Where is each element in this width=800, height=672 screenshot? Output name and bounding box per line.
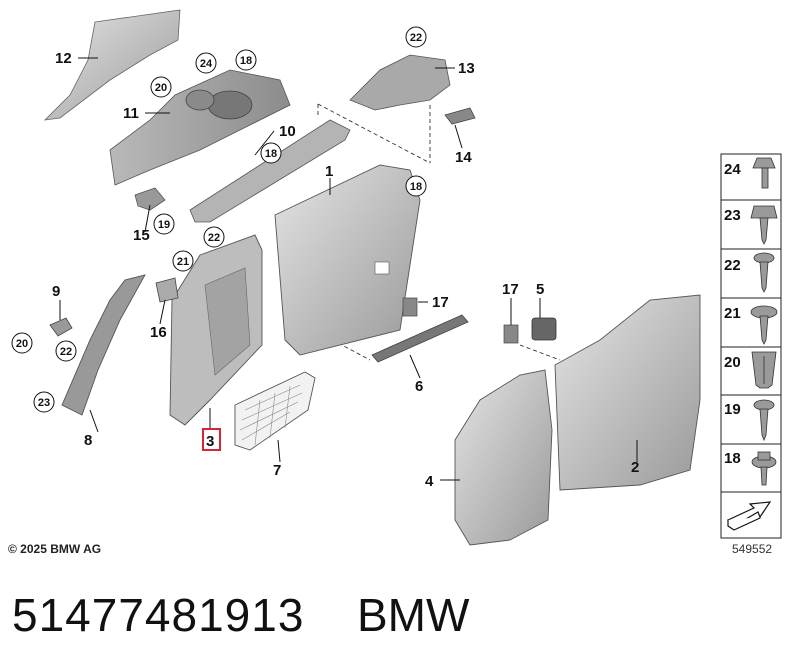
part-8-pillar (61, 274, 146, 416)
part-6-strip (371, 314, 469, 363)
circle-ref: 23 (33, 391, 55, 413)
panel-label-24: 24 (724, 161, 741, 178)
parts-diagram: 12 11 10 1 13 14 15 9 16 8 7 6 17 17 5 4… (11, 9, 782, 546)
part-9-bracket (49, 317, 73, 337)
fastener-21-icon (750, 305, 778, 345)
callout-13: 13 (458, 60, 475, 77)
circle-ref: 18 (405, 175, 427, 197)
circle-ref: 20 (11, 332, 33, 354)
callout-14: 14 (455, 149, 472, 166)
part-4-trim (454, 369, 553, 546)
callout-4: 4 (425, 473, 434, 490)
panel-label-23: 23 (724, 207, 741, 224)
svg-text:18: 18 (240, 55, 252, 67)
circle-refs: 24 18 20 22 18 18 19 22 21 20 22 23 (11, 26, 427, 413)
svg-text:22: 22 (410, 32, 422, 44)
callout-17-right: 17 (502, 281, 519, 298)
fastener-18-icon (751, 451, 777, 486)
drawing-number: 549552 (732, 542, 773, 556)
part-14-part (444, 107, 476, 125)
circle-ref: 21 (172, 250, 194, 272)
callout-7: 7 (273, 462, 281, 479)
svg-text:24: 24 (200, 58, 213, 70)
part-17-connector (402, 297, 418, 317)
leader-lines (59, 57, 638, 481)
callout-6: 6 (415, 378, 423, 395)
footer-brand: BMW (357, 589, 470, 641)
panel-label-20: 20 (724, 354, 741, 371)
panel-label-19: 19 (724, 401, 741, 418)
part-7-net (234, 371, 316, 451)
callout-11: 11 (123, 105, 139, 122)
callout-16: 16 (150, 324, 167, 341)
panel-label-22: 22 (724, 257, 741, 274)
callout-3-highlighted: 3 (206, 433, 214, 450)
part-12-trim (43, 9, 181, 121)
svg-text:18: 18 (265, 148, 277, 160)
panel-label-21: 21 (724, 305, 741, 322)
callout-10: 10 (279, 123, 296, 140)
svg-text:23: 23 (38, 397, 50, 409)
circle-ref: 20 (150, 76, 172, 98)
copyright-text: © 2025 BMW AG (8, 542, 102, 556)
svg-text:22: 22 (208, 232, 220, 244)
callout-8: 8 (84, 432, 92, 449)
fastener-19-icon (753, 399, 775, 442)
part-5-cap (531, 317, 557, 341)
svg-text:22: 22 (60, 346, 72, 358)
circle-ref: 24 (195, 52, 217, 74)
circle-ref: 22 (55, 340, 77, 362)
panel-label-18: 18 (724, 450, 741, 467)
part-10-strip (189, 119, 351, 223)
circle-ref: 18 (260, 142, 282, 164)
callout-labels: 12 11 10 1 13 14 15 9 16 8 7 6 17 17 5 4… (52, 50, 639, 490)
callout-1: 1 (325, 163, 333, 180)
highlight-box (202, 428, 221, 451)
part-1-panel (274, 164, 421, 356)
callout-9: 9 (52, 283, 60, 300)
footer-part-number: 51477481913 (12, 589, 305, 641)
part-13-bracket (349, 54, 451, 111)
callout-17: 17 (432, 294, 449, 311)
circle-ref: 22 (203, 226, 225, 248)
part-2-panel (554, 294, 701, 491)
fastener-22-icon (753, 252, 775, 293)
svg-text:20: 20 (16, 338, 28, 350)
view-arrow-icon (726, 501, 772, 531)
svg-text:21: 21 (177, 256, 189, 268)
part-15-clip (134, 187, 166, 211)
svg-text:19: 19 (158, 219, 170, 231)
callout-12: 12 (55, 50, 72, 67)
fastener-panel: 24 23 22 21 20 19 18 (720, 153, 782, 539)
part-16-bracket (155, 277, 179, 303)
svg-text:20: 20 (155, 82, 167, 94)
part-17-connector-right (503, 324, 519, 344)
callout-5: 5 (536, 281, 544, 298)
svg-text:18: 18 (410, 181, 422, 193)
callout-15: 15 (133, 227, 150, 244)
callout-2: 2 (631, 459, 639, 476)
fastener-24-icon (752, 157, 776, 189)
circle-ref: 22 (405, 26, 427, 48)
fastener-23-icon (750, 205, 778, 245)
circle-ref: 19 (153, 213, 175, 235)
circle-ref: 18 (235, 49, 257, 71)
fastener-20-icon (751, 351, 777, 389)
